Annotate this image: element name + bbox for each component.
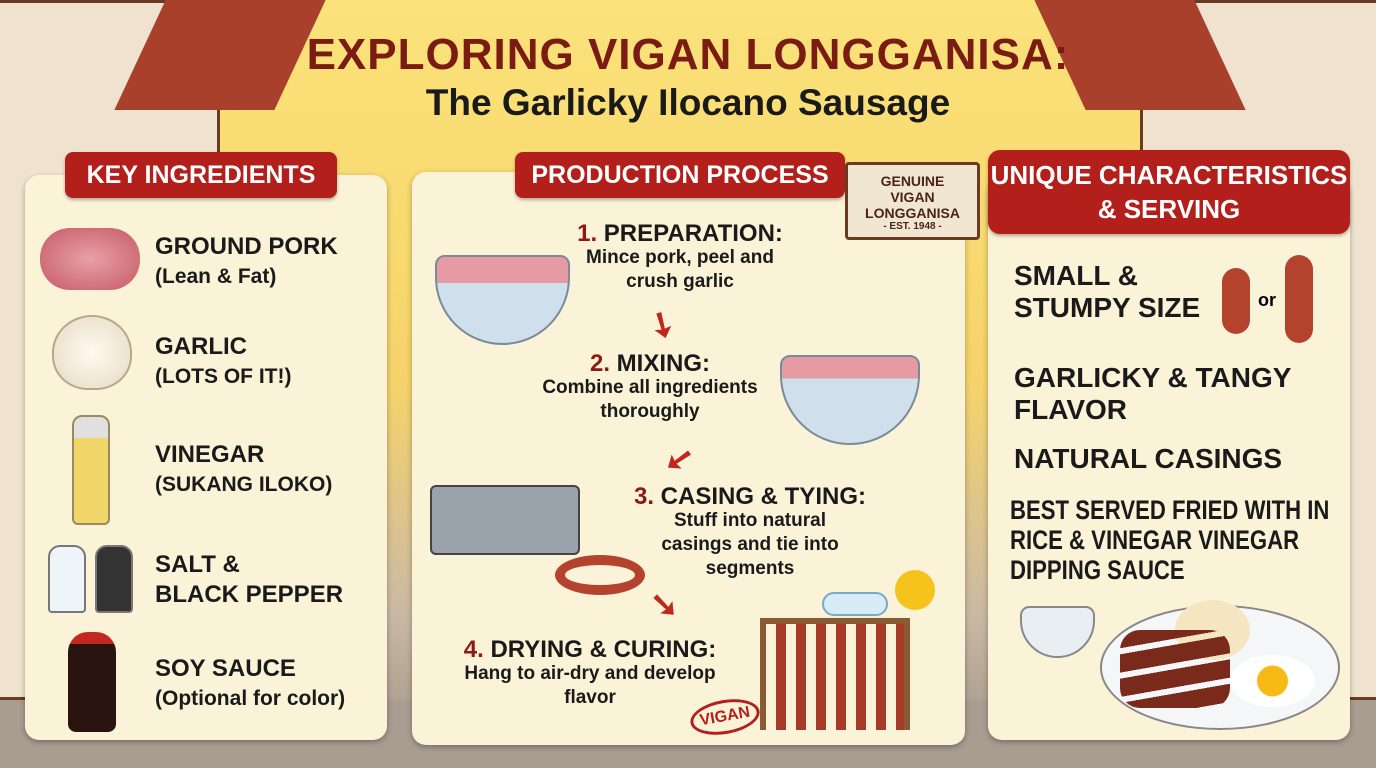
step-title: MIXING: bbox=[616, 350, 710, 377]
sign-line-3: - EST. 1948 - bbox=[883, 221, 942, 232]
arrow-icon: ➘ bbox=[650, 586, 679, 624]
step-number: 3. bbox=[633, 483, 654, 510]
step-text: Combine all ingredients thoroughly bbox=[542, 377, 758, 422]
characteristic-serving: BEST SERVED FRIED WITH IN RICE & VINEGAR… bbox=[1010, 495, 1330, 585]
sign-line-2: VIGAN LONGGANISA bbox=[865, 189, 960, 221]
characteristic-size: SMALL & STUMPY SIZE bbox=[1014, 260, 1201, 323]
process-header: PRODUCTION PROCESS bbox=[515, 152, 845, 198]
sausage-links-icon bbox=[555, 555, 645, 595]
ingredient-name: GROUND PORK bbox=[155, 233, 338, 260]
characteristic-casings: NATURAL CASINGS bbox=[1014, 443, 1283, 474]
step-number: 2. bbox=[589, 350, 610, 377]
step-2: 2. MIXING:Combine all ingredients thorou… bbox=[525, 352, 775, 424]
ingredient-name: GARLIC bbox=[155, 333, 247, 360]
ingredient-name: SOY SAUCE bbox=[155, 655, 296, 682]
characteristic-flavor: GARLICKY & TANGY FLAVOR bbox=[1014, 362, 1291, 425]
vintage-sign: GENUINE VIGAN LONGGANISA - EST. 1948 - bbox=[845, 162, 980, 240]
sausage-stuffer-machine-icon bbox=[430, 485, 580, 555]
long-sausage-icon bbox=[1285, 255, 1313, 343]
step-1: 1. PREPARATION:Mince pork, peel and crus… bbox=[560, 222, 800, 294]
sun-icon bbox=[895, 570, 935, 610]
step-number: 4. bbox=[463, 636, 484, 663]
step-title: CASING & TYING: bbox=[660, 483, 867, 510]
short-sausage-icon bbox=[1222, 268, 1250, 334]
ingredient-soy-sauce: SOY SAUCE (Optional for color) bbox=[155, 654, 345, 714]
step-4: 4. DRYING & CURING:Hang to air-dry and d… bbox=[455, 638, 725, 710]
garlic-icon bbox=[52, 315, 132, 390]
pepper-shaker-icon bbox=[95, 545, 133, 613]
ingredient-note: (SUKANG ILOKO) bbox=[155, 473, 333, 496]
step-text: Mince pork, peel and crush garlic bbox=[586, 247, 774, 292]
ingredient-note: (Optional for color) bbox=[155, 687, 346, 710]
fried-egg-icon bbox=[1230, 655, 1315, 707]
cloud-icon bbox=[822, 592, 888, 616]
step-title: PREPARATION: bbox=[603, 220, 783, 247]
ingredient-note: BLACK PEPPER bbox=[155, 581, 344, 608]
ingredients-header: KEY INGREDIENTS bbox=[65, 152, 337, 198]
ingredient-salt-pepper: SALT & BLACK PEPPER bbox=[155, 550, 343, 610]
ingredient-name: VINEGAR bbox=[155, 441, 265, 468]
ingredient-ground-pork: GROUND PORK (Lean & Fat) bbox=[155, 232, 338, 292]
step-number: 1. bbox=[577, 220, 598, 247]
ingredient-name: SALT & bbox=[155, 551, 240, 578]
step-3: 3. CASING & TYING:Stuff into natural cas… bbox=[620, 485, 880, 581]
drying-rack-sausages-icon bbox=[760, 618, 910, 730]
ingredient-vinegar: VINEGAR (SUKANG ILOKO) bbox=[155, 440, 332, 500]
characteristics-header: UNIQUE CHARACTERISTICS & SERVING bbox=[988, 150, 1350, 234]
ingredient-garlic: GARLIC (LOTS OF IT!) bbox=[155, 332, 291, 392]
fried-sausages-icon bbox=[1120, 630, 1230, 708]
step-text: Hang to air-dry and develop flavor bbox=[464, 663, 716, 708]
vinegar-bottle-icon bbox=[72, 415, 110, 525]
or-label: or bbox=[1258, 290, 1276, 310]
ingredient-note: (LOTS OF IT!) bbox=[155, 365, 292, 388]
sign-line-1: GENUINE bbox=[880, 173, 945, 189]
step-title: DRYING & CURING: bbox=[490, 636, 717, 663]
page-subtitle: The Garlicky Ilocano Sausage bbox=[425, 82, 951, 123]
page-title: EXPLORING VIGAN LONGGANISA: bbox=[306, 30, 1070, 79]
ingredient-note: (Lean & Fat) bbox=[155, 265, 277, 288]
step-text: Stuff into natural casings and tie into … bbox=[661, 510, 839, 579]
salt-shaker-icon bbox=[48, 545, 86, 613]
ground-pork-icon bbox=[40, 228, 140, 290]
soy-sauce-bottle-icon bbox=[68, 632, 116, 732]
